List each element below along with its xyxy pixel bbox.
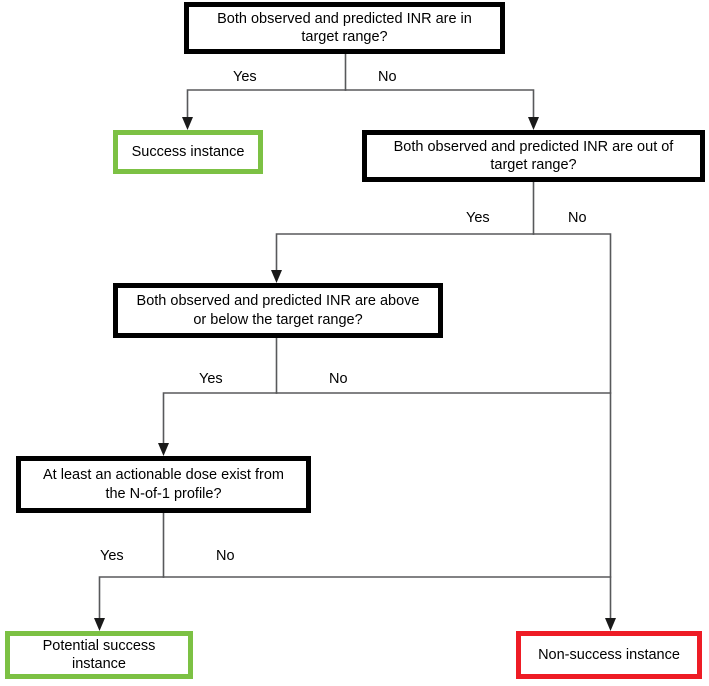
terminal-node-success-instance[interactable]: Success instance: [113, 130, 263, 174]
terminal-node-non-success-instance[interactable]: Non-success instance: [516, 631, 702, 679]
edge-label-q4-no: No: [216, 548, 235, 564]
node-label: Success instance: [131, 143, 245, 160]
arrowhead-to-potential: [94, 618, 105, 631]
edge-q1-no-to-q2: [344, 89, 535, 121]
node-label: Potential success instance: [42, 637, 156, 672]
decision-node-both-out-of-target-range[interactable]: Both observed and predicted INR are out …: [362, 130, 705, 182]
edge-label-q1-yes: Yes: [233, 69, 257, 85]
edge-label-q2-yes: Yes: [466, 210, 490, 226]
arrowhead-to-q4: [158, 443, 169, 456]
edge-label-q1-no: No: [378, 69, 397, 85]
arrowhead-to-q2: [528, 117, 539, 130]
node-label: Both observed and predicted INR are abov…: [136, 293, 420, 328]
arrowhead-to-success: [182, 117, 193, 130]
edge-q1-yes-to-success: [186, 89, 347, 121]
node-label: At least an actionable dose exist from t…: [43, 467, 284, 502]
edge-q2-yes-to-q3: [275, 233, 535, 273]
edge-q4-yes-to-potential: [98, 576, 165, 621]
node-label: Both observed and predicted INR are out …: [393, 138, 674, 173]
edge-label-q3-yes: Yes: [199, 371, 223, 387]
arrowhead-to-nonsuccess: [605, 618, 616, 631]
decision-node-actionable-dose-exists[interactable]: At least an actionable dose exist from t…: [16, 456, 311, 513]
edge-label-q3-no: No: [329, 371, 348, 387]
terminal-node-potential-success-instance[interactable]: Potential success instance: [5, 631, 193, 679]
edge-q2-no-trunk: [532, 233, 612, 621]
node-label: Non-success instance: [538, 646, 680, 663]
decision-node-above-or-below-target-range[interactable]: Both observed and predicted INR are abov…: [113, 283, 443, 338]
edge-label-q2-no: No: [568, 210, 587, 226]
arrowhead-to-q3: [271, 270, 282, 283]
edge-q3-yes-to-q4: [162, 392, 278, 446]
decision-node-both-in-target-range[interactable]: Both observed and predicted INR are in t…: [184, 2, 505, 54]
edge-label-q4-yes: Yes: [100, 548, 124, 564]
node-label: Both observed and predicted INR are in t…: [217, 10, 472, 45]
